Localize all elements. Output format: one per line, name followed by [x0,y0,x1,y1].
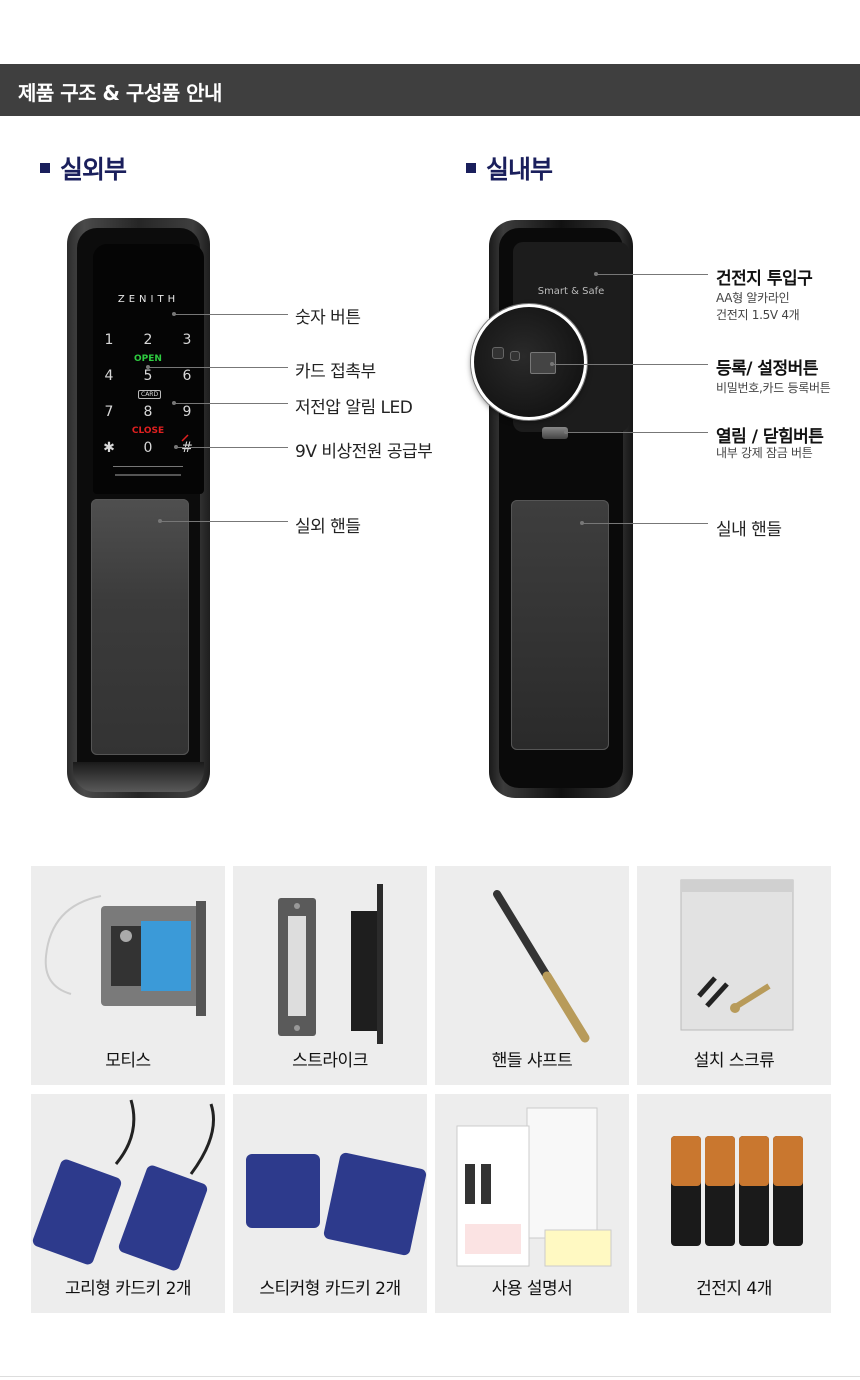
leader-line [594,272,708,276]
component-tile-shaft: 핸들 샤프트 [435,866,629,1085]
leader-line [174,445,288,449]
square-bullet-icon [466,163,476,173]
label-register-button-sub: 비밀번호,카드 등록버튼 [716,381,831,395]
label-outer-handle: 실외 핸들 [295,517,361,537]
label-card-contact: 카드 접촉부 [295,362,376,382]
section-header-bar: 제품 구조 & 구성품 안내 [0,64,860,116]
low-battery-led-icon [181,427,189,442]
square-bullet-icon [40,163,50,173]
sticker-card-key-image [246,1152,427,1256]
keypad-panel: ZENITH 1 2 3 OPEN 4 5 6 CARD 7 8 9 CLOSE… [93,244,204,494]
label-number-button: 숫자 버튼 [295,308,361,328]
key-8: 8 [143,404,153,420]
interior-handle [511,500,609,750]
component-tile-screws: 설치 스크류 [637,866,831,1085]
screw-bag-image [680,879,794,1031]
component-name: 고리형 카드키 2개 [64,1279,192,1299]
component-tile-battery: 건전지 4개 [637,1094,831,1313]
label-register-button: 등록/ 설정버튼 [716,359,818,379]
leader-line [172,401,288,405]
key-4: 4 [104,368,114,384]
open-indicator: OPEN [134,354,162,364]
component-name: 핸들 샤프트 [491,1051,573,1071]
component-tile-mortise: 모티스 [31,866,225,1085]
register-button [530,352,556,374]
component-tile-sticker-card: 스티커형 카드키 2개 [233,1094,427,1313]
label-inner-handle: 실내 핸들 [716,520,782,540]
key-6: 6 [182,368,192,384]
battery-image [671,1136,803,1246]
label-battery-slot-sub2: 건전지 1.5V 4개 [716,308,800,322]
label-emergency-power: 9V 비상전원 공급부 [295,442,433,462]
leader-line [564,430,708,434]
exterior-handle [91,499,189,755]
leader-line [580,521,708,525]
component-tile-manual: 사용 설명서 [435,1094,629,1313]
key-9: 9 [182,404,192,420]
smart-and-safe-logo: Smart & Safe [537,286,605,297]
key-5: 5 [143,368,153,384]
card-contact-indicator: CARD [138,390,162,399]
component-name: 건전지 4개 [696,1279,772,1299]
emergency-power-terminal [113,466,183,467]
leader-line [146,365,288,369]
exterior-lock-image: ZENITH 1 2 3 OPEN 4 5 6 CARD 7 8 9 CLOSE… [67,218,210,798]
brand-logo: ZENITH [117,294,180,305]
label-battery-slot: 건전지 투입구 [716,269,813,289]
label-battery-slot-sub1: AA형 알카라인 [716,291,790,305]
key-1: 1 [104,332,114,348]
key-0: 0 [143,440,153,456]
component-name: 설치 스크류 [693,1051,775,1071]
interior-section-title: 실내부 [466,150,553,186]
key-7: 7 [104,404,114,420]
label-low-voltage-led: 저전압 알림 LED [295,398,413,418]
key-star: ✱ [103,440,115,456]
component-name: 스트라이크 [292,1051,368,1071]
component-tile-lanyard-card: 고리형 카드키 2개 [31,1094,225,1313]
manual-image [456,1107,612,1267]
label-open-close-button-sub: 내부 강제 잠금 버튼 [716,446,813,460]
label-open-close-button: 열림 / 닫힘버튼 [716,427,824,447]
key-3: 3 [182,332,192,348]
component-name: 스티커형 카드키 2개 [259,1279,401,1299]
register-button-zoom-image [471,304,587,420]
leader-line [158,519,288,523]
section-header-title: 제품 구조 & 구성품 안내 [18,81,222,105]
mortise-image [44,895,206,1016]
component-name: 사용 설명서 [491,1279,573,1299]
lanyard-card-key-image [32,1099,215,1271]
handle-shaft-image [493,890,590,1043]
leader-line [172,312,288,316]
component-tile-strike: 스트라이크 [233,866,427,1085]
leader-line [550,362,708,366]
component-name: 모티스 [105,1051,151,1071]
strike-plate-image [278,884,383,1044]
key-2: 2 [143,332,153,348]
key-hash: # [181,440,193,456]
emergency-power-label-strip [115,474,181,476]
open-close-toggle [542,427,568,439]
divider [0,1376,860,1377]
close-indicator: CLOSE [131,426,165,436]
exterior-section-title: 실외부 [40,150,127,186]
